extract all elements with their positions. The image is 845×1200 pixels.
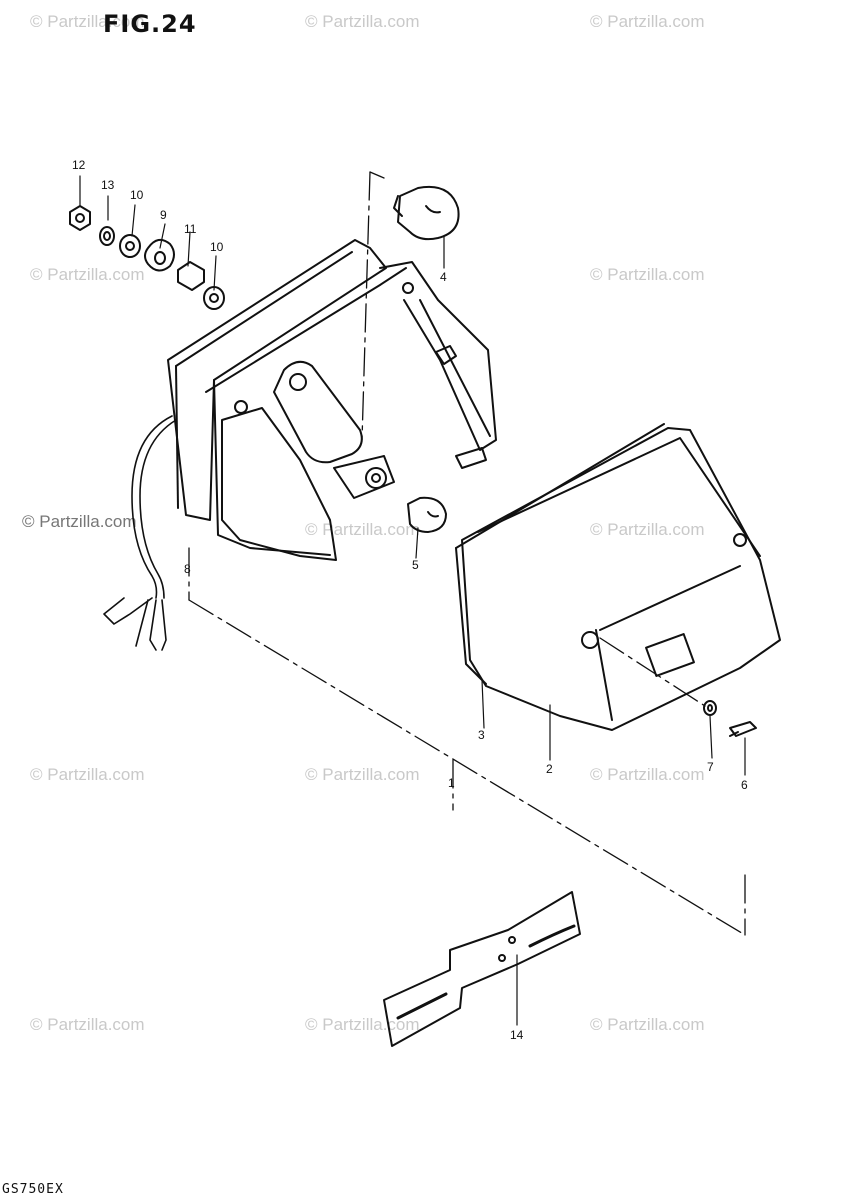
figure-title: FIG.24 xyxy=(103,10,197,38)
watermark: © Partzilla.com xyxy=(30,765,145,784)
nut xyxy=(69,205,91,231)
watermark: © Partzilla.com xyxy=(590,765,705,784)
watermark: © Partzilla.com xyxy=(590,12,705,31)
leader-lines xyxy=(188,171,746,936)
watermark: © Partzilla.com xyxy=(30,1015,145,1034)
washer xyxy=(119,234,141,258)
lock-washer xyxy=(99,226,115,246)
callout-9: 9 xyxy=(160,208,167,222)
callout-7: 7 xyxy=(707,760,714,774)
watermark: © Partzilla.com xyxy=(590,520,705,539)
watermark: © Partzilla.com xyxy=(305,1015,420,1034)
watermark: © Partzilla.com xyxy=(305,12,420,31)
license-bracket-14 xyxy=(383,891,581,1047)
callout-3: 3 xyxy=(478,728,485,742)
screw-6 xyxy=(729,721,757,737)
model-code: GS750EX xyxy=(2,1182,64,1197)
callout-ticks xyxy=(79,175,746,1026)
callout-8: 8 xyxy=(184,562,191,576)
callout-11: 11 xyxy=(184,222,197,236)
watermark: © Partzilla.com xyxy=(590,265,705,284)
lamp-housing xyxy=(167,239,497,561)
watermark: © Partzilla.com xyxy=(305,765,420,784)
callout-10: 10 xyxy=(210,240,224,254)
washer xyxy=(203,286,225,310)
bulb-5 xyxy=(407,496,447,533)
watermark: © Partzilla.com xyxy=(22,512,137,531)
watermark: © Partzilla.com xyxy=(590,1015,705,1034)
callout-12: 12 xyxy=(72,158,86,172)
bulb-4 xyxy=(393,186,460,241)
callout-5: 5 xyxy=(412,558,419,572)
callout-13: 13 xyxy=(101,178,115,192)
socket xyxy=(273,360,363,464)
callout-2: 2 xyxy=(546,762,553,776)
callout-4: 4 xyxy=(440,270,447,284)
lens-2 xyxy=(455,423,781,731)
hardware-stack xyxy=(69,205,225,310)
spacer xyxy=(177,261,205,291)
callout-6: 6 xyxy=(741,778,748,792)
callout-14: 14 xyxy=(510,1028,524,1042)
grommet xyxy=(144,238,175,272)
watermark: © Partzilla.com xyxy=(30,265,145,284)
callout-10: 10 xyxy=(130,188,144,202)
watermark: © Partzilla.com xyxy=(30,12,145,31)
wiring-harness xyxy=(103,415,177,651)
callout-1: 1 xyxy=(448,776,455,790)
washer-7 xyxy=(703,700,717,716)
watermark: © Partzilla.com xyxy=(305,520,420,539)
